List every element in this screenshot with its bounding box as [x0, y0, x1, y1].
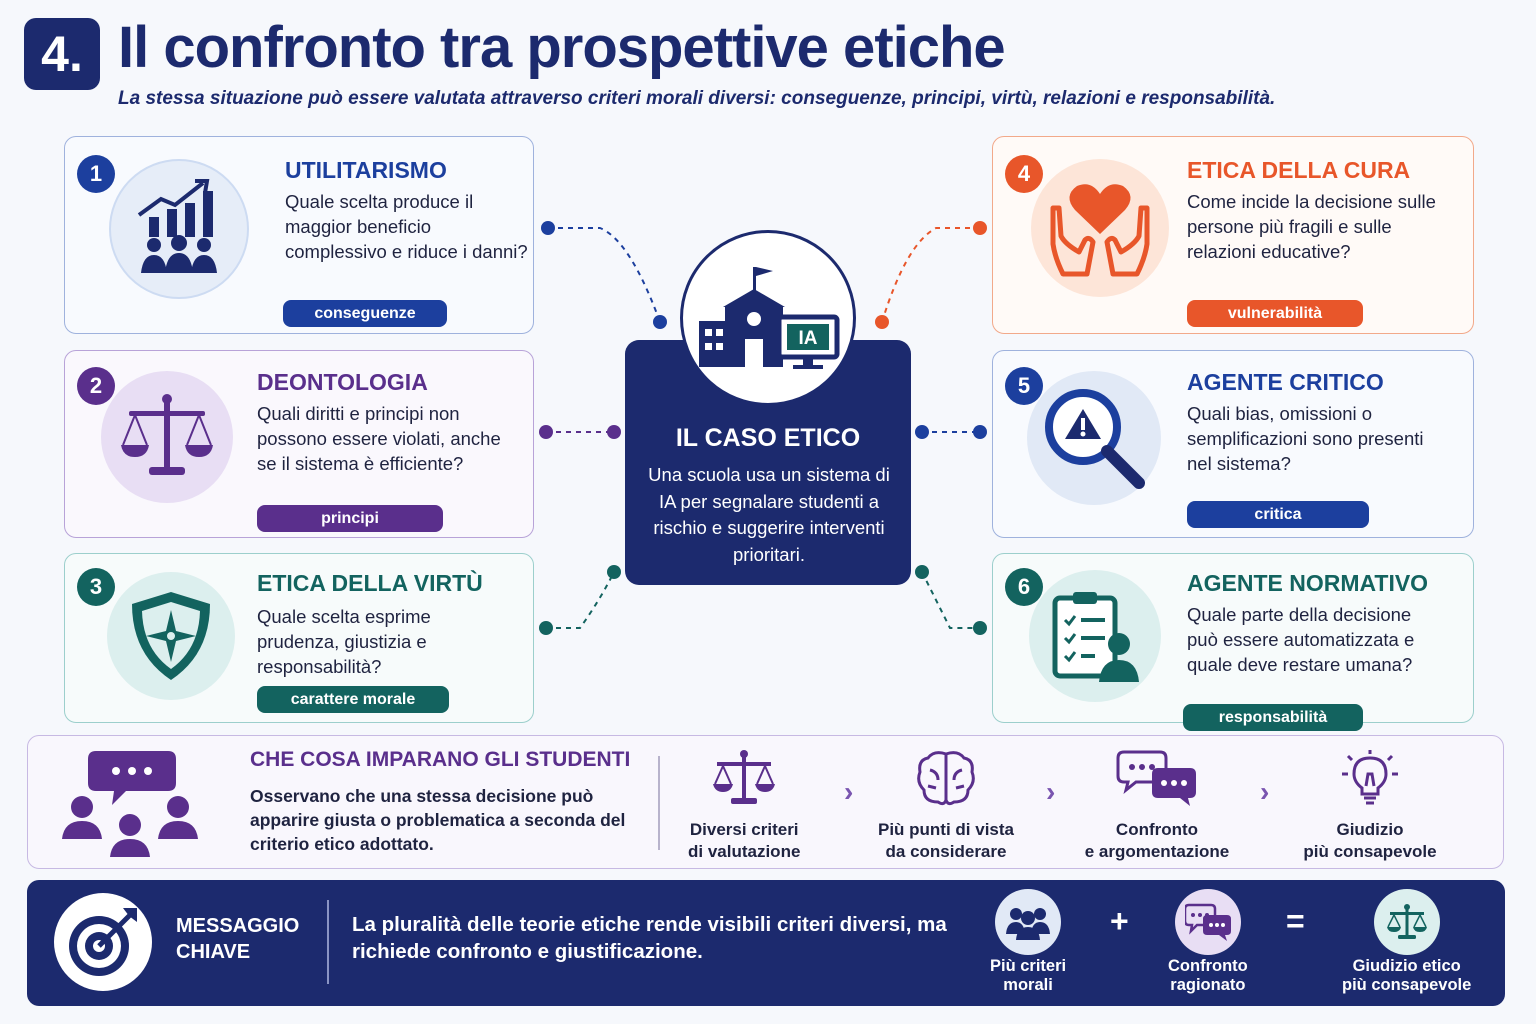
card-utilitarismo: 1 UTILITARISMO Quale scelta produce il m…: [64, 136, 534, 334]
card-title: AGENTE NORMATIVO: [1187, 570, 1429, 596]
ia-screen-label: IA: [799, 328, 818, 349]
key-message-text: La pluralità delle teorie etiche rende v…: [352, 913, 947, 963]
learning-text: Osservano che una stessa decisione può a…: [250, 786, 626, 854]
page-subtitle: La stessa situazione può essere valutata…: [118, 88, 1276, 109]
step-label-line1: Più punti di vista: [877, 820, 1014, 839]
scales-icon: [1373, 889, 1440, 955]
group-people-icon: [995, 889, 1062, 955]
ethical-case-title: IL CASO ETICO: [675, 424, 861, 452]
card-question: Quali bias, omissioni o semplificazioni …: [1187, 403, 1424, 474]
key-message-banner: [27, 880, 1505, 1006]
section-number-badge: 4.: [24, 18, 100, 90]
checklist-person-icon: [1029, 570, 1161, 702]
step-label-line1: Giudizio: [1336, 820, 1404, 839]
chat-bubbles-icon: [1174, 889, 1241, 955]
card-question: Come incide la decisione sulle persone p…: [1187, 191, 1436, 262]
card-number: 3: [77, 568, 115, 606]
target-arrow-icon: [54, 893, 152, 991]
students-discussion-icon: [56, 745, 206, 866]
card-number: 2: [77, 367, 115, 405]
card-tag: responsabilità: [1183, 704, 1363, 731]
card-tag: vulnerabilità: [1187, 300, 1363, 327]
card-question: Quale scelta esprime prudenza, giustizia…: [257, 606, 431, 677]
equals-sign: =: [1286, 903, 1305, 939]
step-label-line1: Diversi criteri: [689, 820, 799, 839]
chevron-right-icon: ›: [1046, 776, 1056, 807]
plus-sign: +: [1110, 903, 1129, 939]
lightbulb-icon: [1302, 748, 1438, 811]
card-title: DEONTOLOGIA: [257, 369, 428, 395]
card-etica-della-virtu: 3 ETICA DELLA VIRTÙ Quale scelta esprime…: [64, 553, 534, 723]
card-question: Quale scelta produce il maggior benefici…: [285, 191, 528, 262]
card-number: 4: [1005, 155, 1043, 193]
card-etica-della-cura: 4 ETICA DELLA CURA Come incide la decisi…: [992, 136, 1474, 334]
learning-step-1: Diversi criteri di valutazione: [688, 748, 800, 863]
key-item-label-line2: più consapevole: [1342, 976, 1472, 994]
card-title: ETICA DELLA CURA: [1187, 157, 1411, 183]
magnifier-warning-icon: [1027, 371, 1161, 505]
step-label-line2: e argomentazione: [1084, 842, 1230, 861]
card-tag: critica: [1187, 501, 1369, 528]
scales-icon: [101, 371, 233, 503]
growth-chart-people-icon: [109, 159, 249, 299]
key-item-label-line2: morali: [1003, 976, 1053, 994]
connector-6: [921, 571, 980, 629]
brain-icon: [876, 748, 1016, 811]
card-title: ETICA DELLA VIRTÙ: [257, 570, 483, 596]
learning-title: CHE COSA IMPARANO GLI STUDENTI: [250, 748, 631, 771]
key-item-label-line2: ragionato: [1170, 976, 1246, 994]
card-question: Quali diritti e principi non possono ess…: [257, 403, 501, 474]
card-number: 1: [77, 155, 115, 193]
card-agente-normativo: 6 AGENTE NORMATIVO Quale parte della dec…: [992, 553, 1474, 731]
ethical-case-text: Una scuola usa un sistema di IA per segn…: [648, 464, 890, 565]
card-tag: carattere morale: [257, 686, 449, 713]
scales-icon: [688, 748, 800, 811]
connector-1: [548, 227, 661, 323]
shield-compass-icon: [107, 572, 235, 700]
divider: [327, 900, 329, 984]
chevron-right-icon: ›: [844, 776, 854, 807]
connector-4: [881, 227, 980, 323]
card-tag: conseguenze: [283, 300, 447, 327]
card-title: AGENTE CRITICO: [1187, 369, 1384, 395]
card-title: UTILITARISMO: [285, 157, 447, 183]
step-label-line2: più consapevole: [1303, 842, 1437, 861]
key-item-label-line1: Giudizio etico: [1352, 957, 1461, 975]
key-item-label-line1: Più criteri: [990, 957, 1067, 975]
learning-section: [27, 735, 1504, 869]
step-label-line2: da considerare: [885, 842, 1007, 861]
card-agente-critico: 5 AGENTE CRITICO Quali bias, omissioni o…: [992, 350, 1474, 538]
school-ai-icon: IA: [680, 230, 856, 406]
page-title: Il confronto tra prospettive etiche: [118, 15, 1006, 80]
card-deontologia: 2 DEONTOLOGIA Quali diritti e principi n…: [64, 350, 534, 538]
card-tag: principi: [257, 505, 443, 532]
divider: [658, 756, 660, 850]
connector-3: [546, 571, 615, 629]
chevron-right-icon: ›: [1260, 776, 1270, 807]
key-item-label-line1: Confronto: [1168, 957, 1248, 975]
card-number: 5: [1005, 367, 1043, 405]
card-question: Quale parte della decisione può essere a…: [1187, 604, 1415, 675]
hands-heart-icon: [1031, 159, 1169, 297]
chat-bubbles-icon: [1082, 748, 1232, 811]
learning-step-2: Più punti di vista da considerare: [876, 748, 1016, 863]
step-label-line2: di valutazione: [688, 842, 801, 861]
step-label-line1: Confronto: [1115, 820, 1199, 839]
card-number: 6: [1005, 568, 1043, 606]
learning-step-3: Confronto e argomentazione: [1082, 748, 1232, 863]
learning-step-4: Giudizio più consapevole: [1302, 748, 1438, 863]
